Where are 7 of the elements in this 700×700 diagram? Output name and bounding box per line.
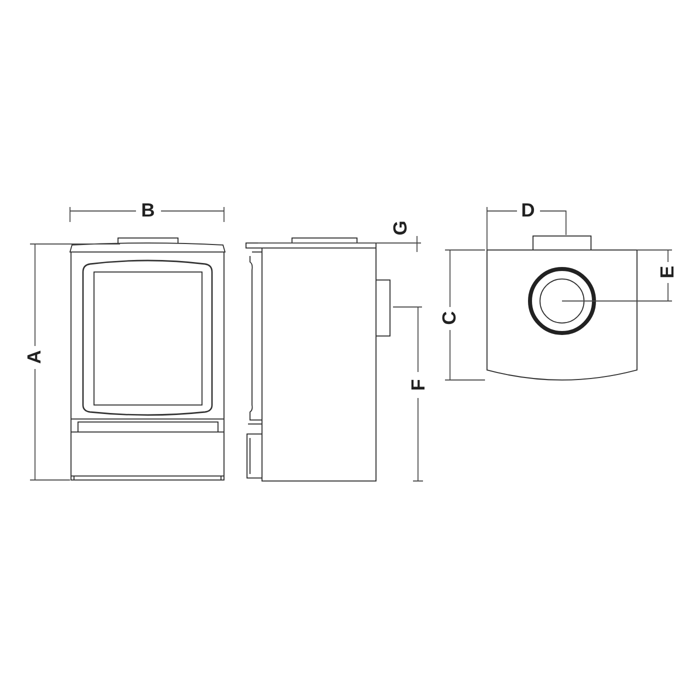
dimension-label: F [410, 379, 428, 391]
dimension-label: E [658, 266, 678, 278]
dimension-label: C [440, 311, 460, 325]
dimension-label: G [392, 220, 410, 236]
dimension-label: A [26, 350, 44, 364]
dimension-label: D [521, 202, 535, 220]
dimension-label: B [141, 202, 155, 220]
